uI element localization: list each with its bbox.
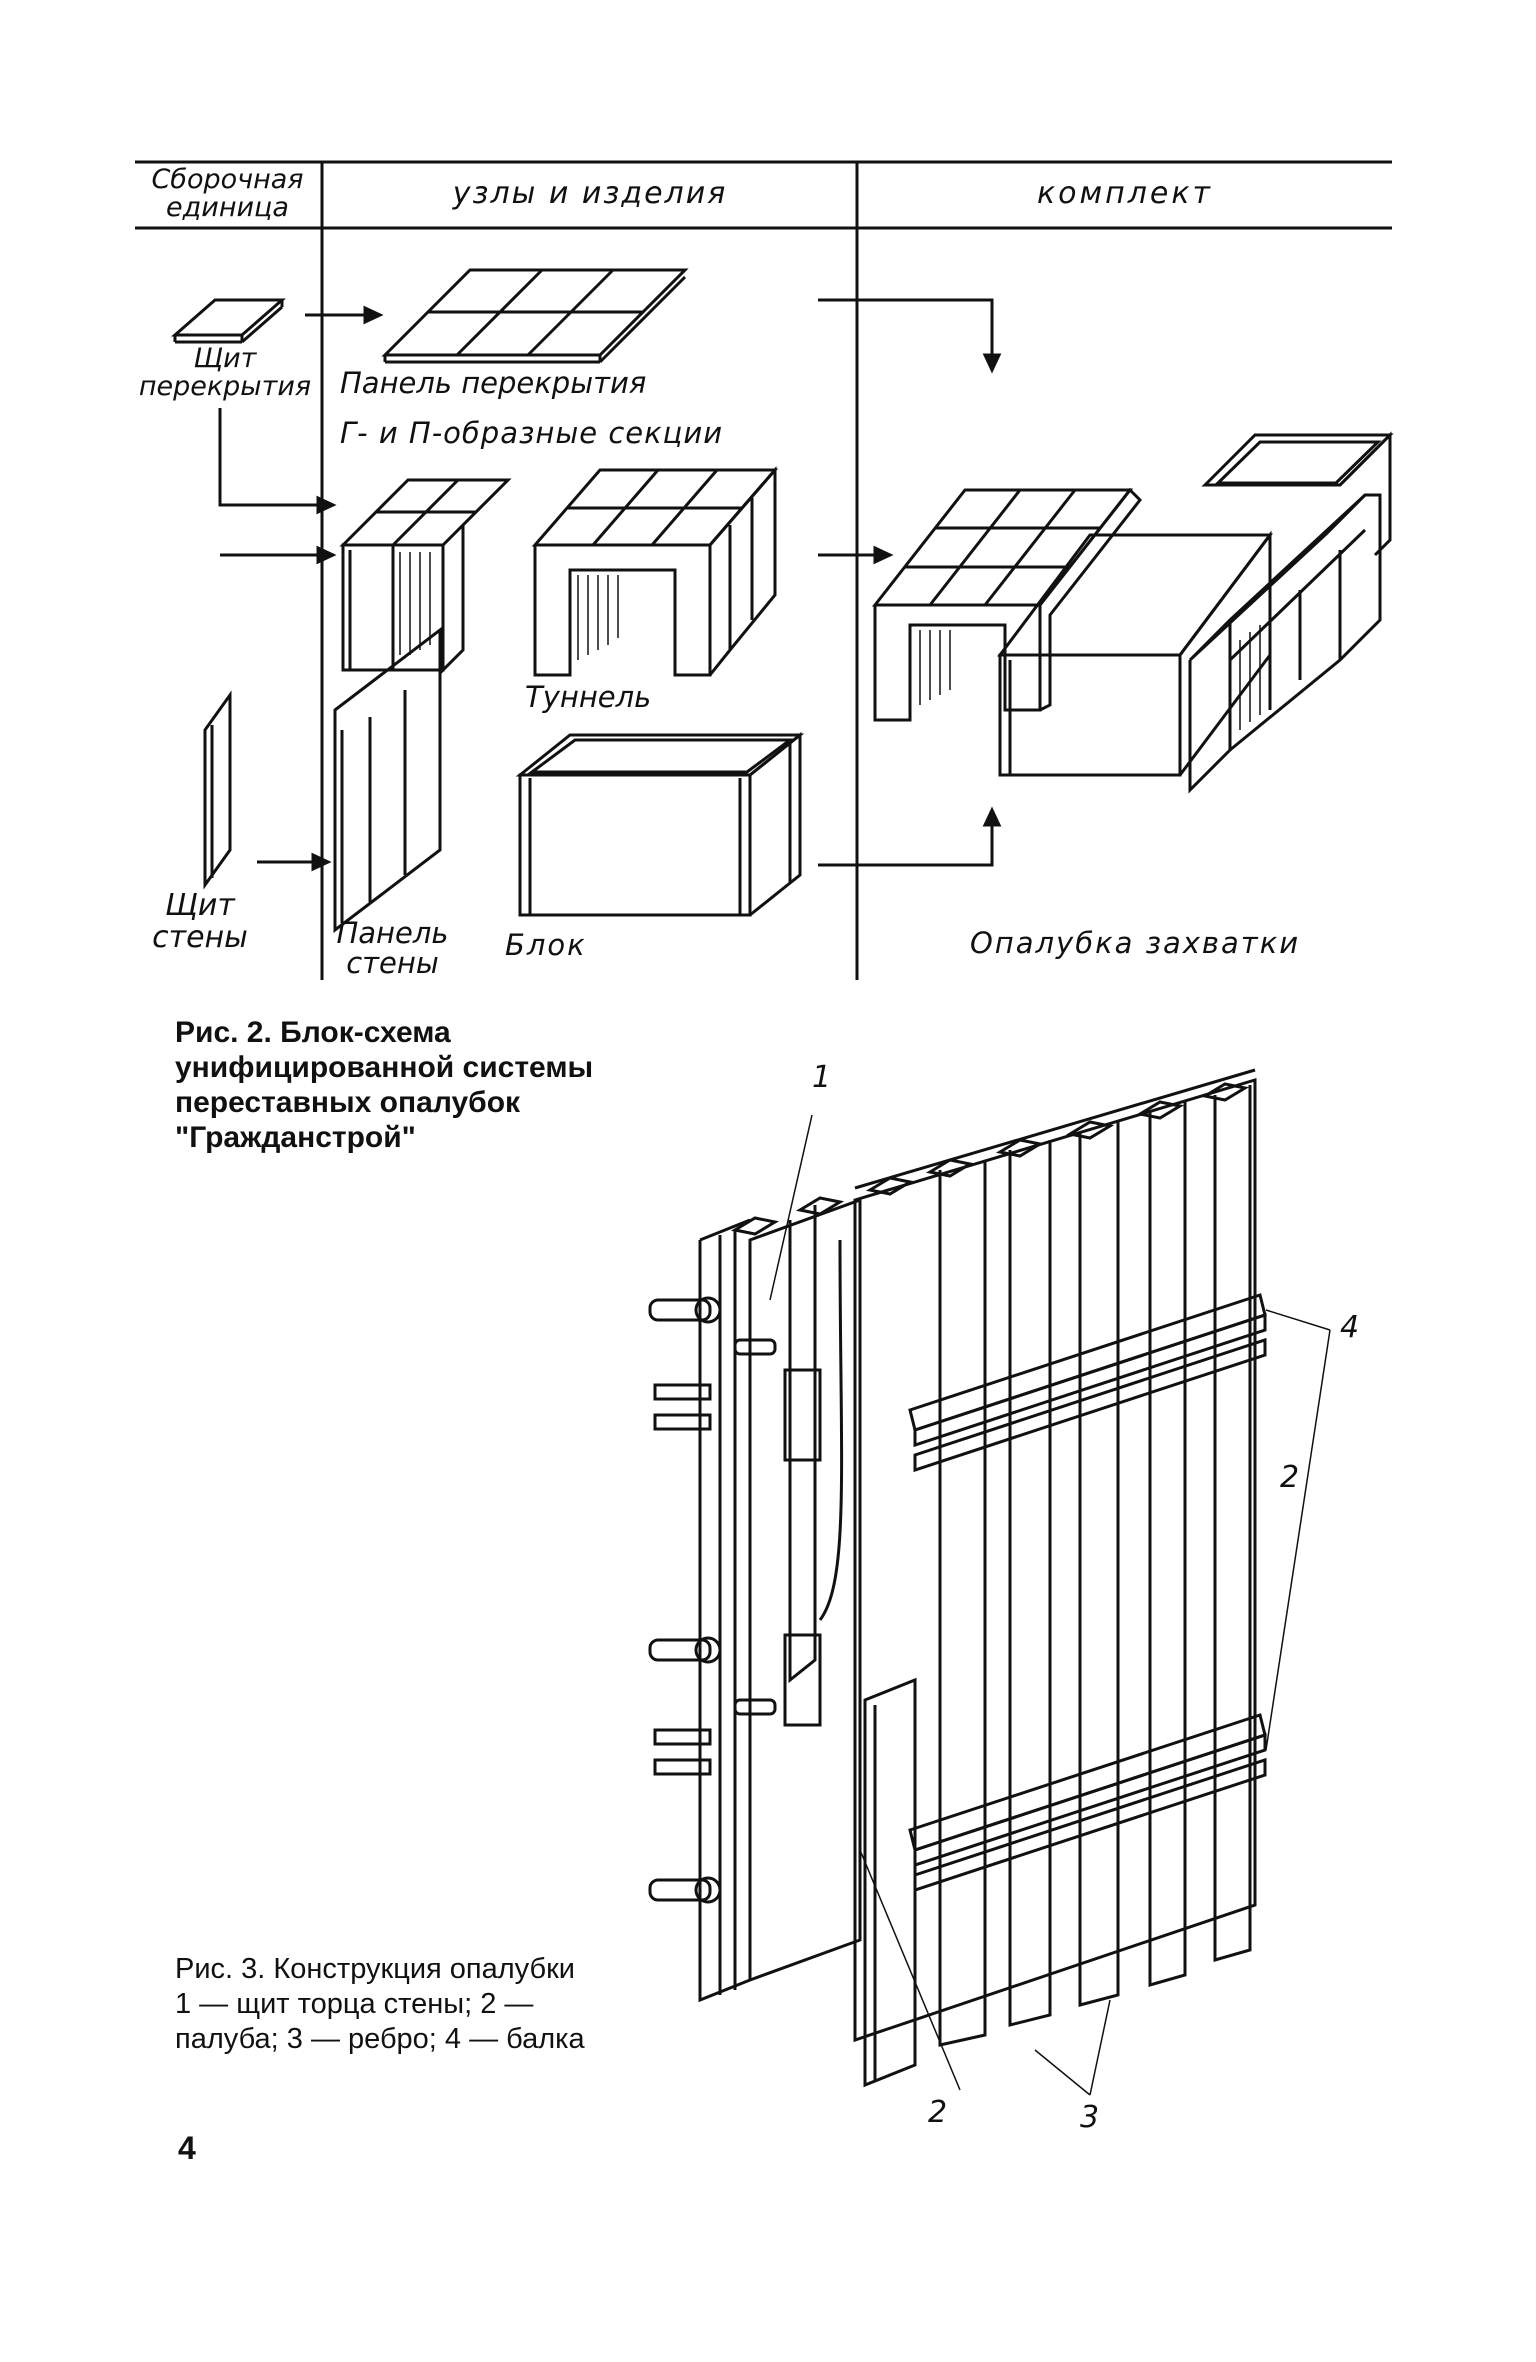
formwork-construction-drawing: [648, 1068, 1331, 2096]
figure-3-formwork-drawing: 1 2 4 2 3: [640, 1060, 1410, 2200]
label-shield-wall: Щит стены: [152, 888, 248, 955]
col3-header: комплект: [1037, 176, 1213, 211]
page-number: 4: [178, 2130, 196, 2166]
figure-3-caption-title: Рис. 3. Конструкция опалубки: [175, 1953, 575, 1985]
figure-3-caption: Рис. 3. Конструкция опалубки 1 — щит тор…: [175, 1952, 620, 2057]
label-formwork: Опалубка захватки: [969, 926, 1301, 960]
label-shield-floor: Щит перекрытия: [138, 343, 312, 403]
label-panel-wall: Панель стены: [336, 916, 449, 981]
marker-2: 2: [928, 2095, 948, 2130]
figure-3-caption-legend: 1 — щит торца стены; 2 — палуба; 3 — реб…: [175, 1988, 585, 2055]
label-block: Блок: [505, 928, 587, 962]
figure-2-caption: Рис. 2. Блок-схема унифицированной систе…: [175, 1016, 594, 1154]
label-sections: Г- и П-образные секции: [340, 416, 724, 450]
label-tunnel: Туннель: [525, 680, 652, 714]
block-scheme-drawing: [135, 160, 1394, 980]
marker-3: 3: [1080, 2100, 1100, 2135]
marker-1: 1: [812, 1060, 832, 1095]
figure-2-block-scheme: Сборочная единица узлы и изделия комплек…: [130, 150, 1400, 990]
col2-header: узлы и изделия: [452, 176, 728, 211]
col1-header: Сборочная единица: [151, 164, 304, 224]
marker-4: 4: [1340, 1310, 1360, 1345]
marker-2-deck: 2: [1280, 1460, 1300, 1495]
label-panel-floor: Панель перекрытия: [340, 366, 647, 400]
